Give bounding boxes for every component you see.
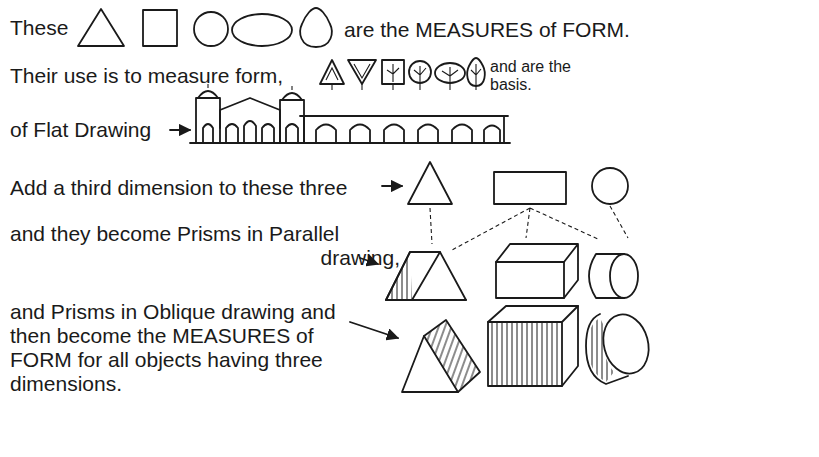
parallel-prisms xyxy=(386,206,638,300)
arrow xyxy=(170,129,190,131)
arrow xyxy=(382,185,402,187)
text-label: and they become Prisms in Parallel drawi… xyxy=(10,222,400,270)
measures-of-form xyxy=(78,8,332,47)
text-label: and Prisms in Oblique drawing and then b… xyxy=(10,300,380,396)
oblique-prisms xyxy=(402,306,655,392)
text-label: of Flat Drawing xyxy=(10,118,180,142)
text-label: are the MEASURES of FORM. xyxy=(344,18,664,42)
arrow xyxy=(350,322,398,338)
tree-icons xyxy=(320,58,485,90)
building xyxy=(190,84,510,143)
flat-shapes xyxy=(408,162,628,204)
text-label: Add a third dimension to these three xyxy=(10,176,390,200)
text-label: Their use is to measure form, xyxy=(10,64,320,88)
text-label: These xyxy=(10,16,80,40)
text-label: and are the basis. xyxy=(490,58,590,94)
